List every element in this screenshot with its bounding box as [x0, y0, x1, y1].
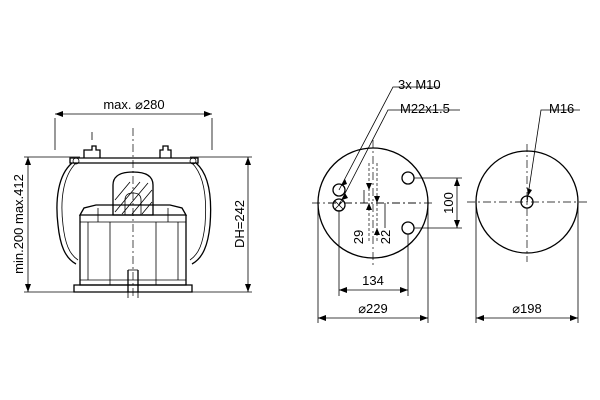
design-height-label: DH=242 [232, 200, 247, 248]
dim-100-label: 100 [441, 192, 456, 214]
dim-22-label: 22 [378, 230, 393, 244]
height-range-label: min.200 max.412 [11, 174, 26, 274]
diameter-198-label: ⌀198 [512, 301, 542, 316]
max-diameter-label: max. ⌀280 [103, 97, 164, 112]
dim-134-label: 134 [362, 273, 384, 288]
top-plate-view: 29 22 100 134 ⌀229 3x M10 M22x1.5 [312, 77, 462, 323]
thread-m16-label: M16 [549, 101, 574, 116]
bottom-plate-view: M16 ⌀198 [467, 101, 589, 323]
side-view: max. ⌀280 min.200 max.412 DH=242 [11, 97, 252, 298]
bolt-m10-label: 3x M10 [398, 77, 441, 92]
diameter-229-label: ⌀229 [358, 301, 388, 316]
thread-m22-label: M22x1.5 [400, 101, 450, 116]
dim-29-label: 29 [351, 230, 366, 244]
